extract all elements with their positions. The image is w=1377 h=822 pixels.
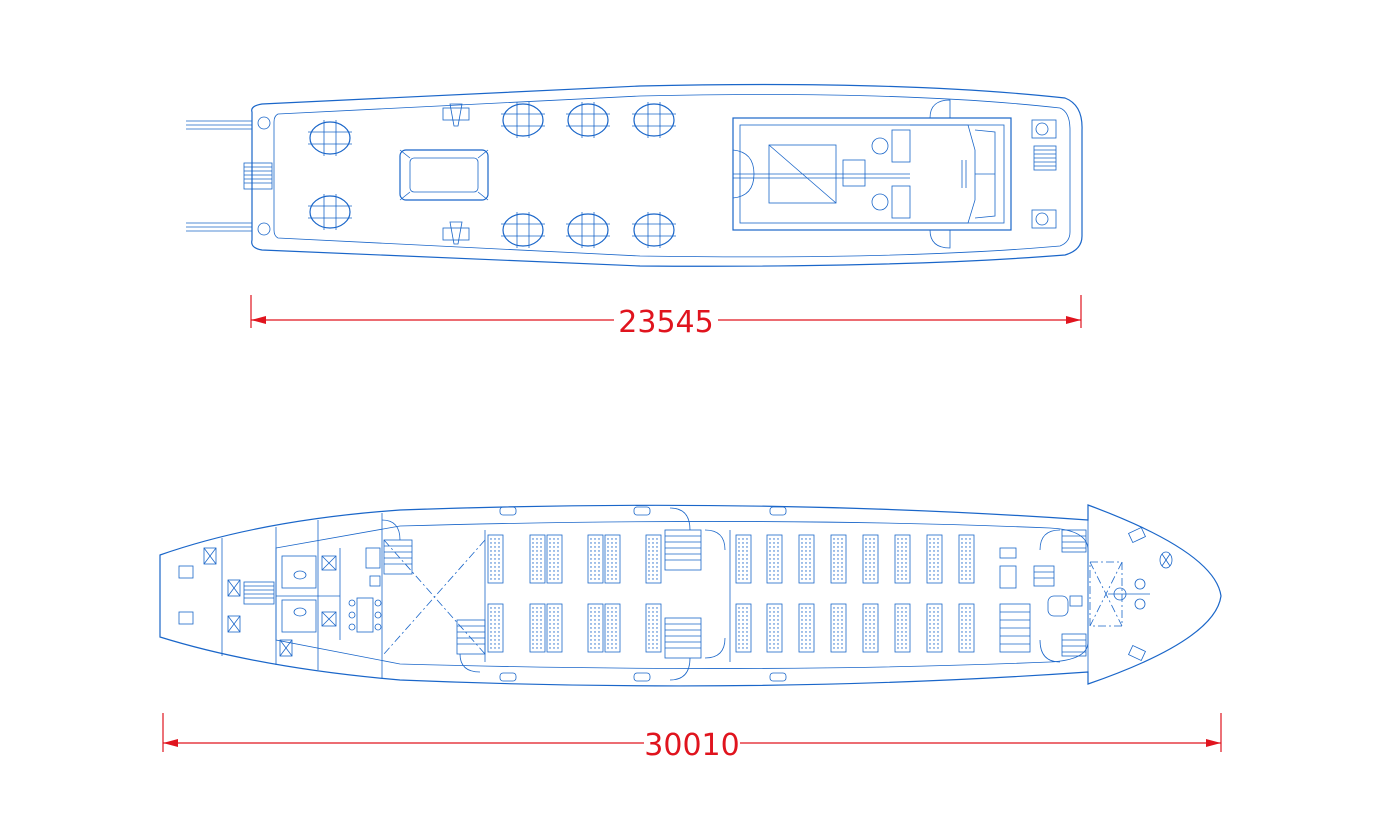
seat-block <box>766 534 783 584</box>
seat-block <box>735 603 752 653</box>
life-rafts <box>308 102 676 248</box>
deck-vents <box>442 103 470 245</box>
seat-block <box>862 603 879 653</box>
seat-block <box>604 534 621 584</box>
seat-block <box>798 534 815 584</box>
seat-block <box>862 534 879 584</box>
seat-block <box>894 534 911 584</box>
seat-block <box>487 534 504 584</box>
seat-block <box>587 603 604 653</box>
seat-block <box>926 603 943 653</box>
toilet-rooms <box>281 555 337 633</box>
seat-block <box>798 603 815 653</box>
seat-block <box>546 534 563 584</box>
seat-block <box>604 603 621 653</box>
lower-dimension: 30010 <box>162 713 1222 763</box>
upper-hull-outline <box>251 83 1083 267</box>
bow-equipment <box>1031 119 1057 229</box>
deck-hatch <box>399 149 489 201</box>
lower-length-label: 30010 <box>644 728 739 763</box>
upper-dimension: 23545 <box>250 295 1082 340</box>
lower-deck-plan <box>159 504 1222 687</box>
seat-block <box>766 603 783 653</box>
seat-block <box>958 603 975 653</box>
seat-block <box>958 534 975 584</box>
seat-block <box>926 534 943 584</box>
mess-table <box>348 547 382 633</box>
seat-block <box>487 603 504 653</box>
central-stairs <box>664 507 726 681</box>
upper-deck-edge <box>273 94 1071 258</box>
bow-deck <box>1089 526 1173 662</box>
seat-block <box>894 603 911 653</box>
seat-block <box>645 534 662 584</box>
wheelhouse <box>732 99 1012 249</box>
seat-block <box>546 603 563 653</box>
seat-block <box>645 603 662 653</box>
upper-deck-plan <box>186 83 1083 267</box>
seat-block <box>830 534 847 584</box>
side-fittings <box>499 506 787 682</box>
seat-block <box>529 603 546 653</box>
passenger-seats <box>487 534 975 653</box>
stern-rails <box>186 116 271 236</box>
aft-stairs <box>381 519 486 673</box>
stern-ladder <box>243 162 273 190</box>
lower-hull-outline <box>159 504 1222 687</box>
seat-block <box>529 534 546 584</box>
stern-compartment <box>178 547 293 657</box>
upper-length-label: 23545 <box>618 305 713 340</box>
seat-block <box>830 603 847 653</box>
seat-block <box>735 534 752 584</box>
fore-stairs <box>999 529 1087 663</box>
seat-block <box>587 534 604 584</box>
